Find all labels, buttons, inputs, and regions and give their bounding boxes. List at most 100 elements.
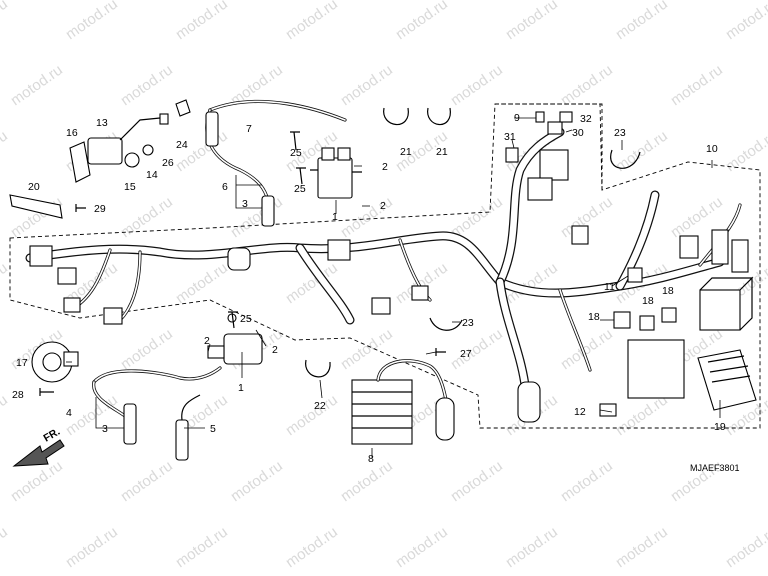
- leader-lines: [66, 117, 721, 458]
- watermark-text: motod.ru: [63, 0, 121, 43]
- callout: 18: [642, 295, 654, 307]
- diagram-code: MJAEF3801: [690, 463, 740, 473]
- callout: 14: [146, 169, 158, 181]
- watermark-text: motod.ru: [613, 523, 671, 571]
- callout: 2: [382, 161, 388, 173]
- watermark-text: motod.ru: [118, 325, 176, 373]
- callout: 18: [662, 285, 674, 297]
- callout: 11: [604, 281, 615, 293]
- callout: 10: [706, 143, 718, 155]
- watermark-text: motod.ru: [0, 523, 11, 571]
- watermark-text: motod.ru: [283, 0, 341, 43]
- spark-plug-lead-upper: [205, 99, 347, 227]
- relay-box-frame: [495, 103, 603, 190]
- watermark-text: motod.ru: [173, 0, 231, 43]
- callouts: 1 1 2 2 2 2 3 3 4 5 6 7 8 9 10 11 12 13 …: [12, 112, 726, 465]
- callout: 4: [66, 407, 72, 419]
- callout: 12: [574, 406, 586, 418]
- clamps: [305, 107, 641, 378]
- watermark-text: motod.ru: [63, 523, 121, 571]
- spark-plug-lead-lower: [92, 366, 222, 461]
- bolts: [39, 131, 446, 396]
- watermark-text: motod.ru: [613, 391, 671, 439]
- callout: 2: [380, 200, 386, 212]
- callout: 22: [314, 400, 326, 412]
- fuel-sensor: [517, 381, 541, 423]
- watermark-text: motod.ru: [0, 127, 11, 175]
- watermark-text: motod.ru: [173, 259, 231, 307]
- callout: 28: [12, 389, 24, 401]
- callout: 2: [272, 344, 278, 356]
- ignition-control-module: [697, 349, 757, 411]
- callout: 9: [514, 112, 520, 124]
- callout: 25: [240, 313, 252, 325]
- relays: [535, 111, 677, 417]
- watermark-text: motod.ru: [668, 61, 726, 109]
- watermark-text: motod.ru: [228, 457, 286, 505]
- callout: 21: [436, 146, 448, 158]
- callout: 21: [400, 146, 412, 158]
- callout: 29: [94, 203, 106, 215]
- watermark-text: motod.ru: [558, 325, 616, 373]
- watermark-text: motod.ru: [503, 0, 561, 43]
- callout: 16: [66, 127, 78, 139]
- harness-connectors: [29, 147, 749, 325]
- watermark-text: motod.ru: [393, 523, 451, 571]
- callout: 23: [462, 317, 474, 329]
- callout: 24: [176, 139, 188, 151]
- callout: 8: [368, 453, 374, 465]
- watermark-text: motod.ru: [613, 0, 671, 43]
- watermark-text: motod.ru: [723, 523, 768, 571]
- callout: 18: [588, 311, 600, 323]
- callout: 23: [614, 127, 626, 139]
- bracket-assembly: [9, 99, 191, 219]
- watermark-text: motod.ru: [118, 457, 176, 505]
- callout: 27: [460, 348, 472, 360]
- callout: 2: [204, 335, 210, 347]
- watermark-text: motod.ru: [118, 61, 176, 109]
- horn: [31, 341, 79, 383]
- callout: 3: [242, 198, 248, 210]
- control-unit: [627, 276, 754, 399]
- starter-relay: [207, 313, 263, 365]
- watermark-text: motod.ru: [0, 391, 11, 439]
- watermark-text: motod.ru: [558, 61, 616, 109]
- main-harness-frame: [9, 103, 761, 429]
- watermark-text: motod.ru: [283, 523, 341, 571]
- callout: 15: [124, 181, 136, 193]
- callout: 1: [238, 382, 244, 394]
- callout: 25: [294, 183, 306, 195]
- watermark-text: motod.ru: [338, 61, 396, 109]
- watermark-text: motod.ru: [8, 61, 66, 109]
- watermark-text: motod.ru: [503, 523, 561, 571]
- watermark-text: motod.ru: [723, 0, 768, 43]
- callout: 32: [580, 113, 592, 125]
- callout: 31: [504, 131, 516, 143]
- callout: 17: [16, 357, 28, 369]
- watermark-text: motod.ru: [338, 193, 396, 241]
- callout: 13: [96, 117, 108, 129]
- watermark-text: motod.ru: [338, 457, 396, 505]
- callout: 30: [572, 127, 584, 139]
- callout: 25: [290, 147, 302, 159]
- callout: 19: [714, 421, 726, 433]
- watermark-text: motod.ru: [118, 193, 176, 241]
- watermark-text: motod.ru: [0, 0, 11, 43]
- regulator-rectifier: [351, 359, 455, 445]
- watermark-text: motod.ru: [173, 523, 231, 571]
- watermark-text: motod.ru: [283, 391, 341, 439]
- callout: 1: [332, 211, 338, 223]
- watermark-text: motod.ru: [448, 457, 506, 505]
- watermark-text: motod.ru: [173, 127, 231, 175]
- watermark-text: motod.ru: [448, 325, 506, 373]
- callout: 20: [28, 181, 40, 193]
- watermark-text: motod.ru: [0, 259, 11, 307]
- callout: 3: [102, 423, 108, 435]
- watermark-text: motod.ru: [558, 457, 616, 505]
- callout: 7: [246, 123, 252, 135]
- ignition-coil-upper: [310, 147, 362, 199]
- callout: 26: [162, 157, 174, 169]
- callout: 6: [222, 181, 228, 193]
